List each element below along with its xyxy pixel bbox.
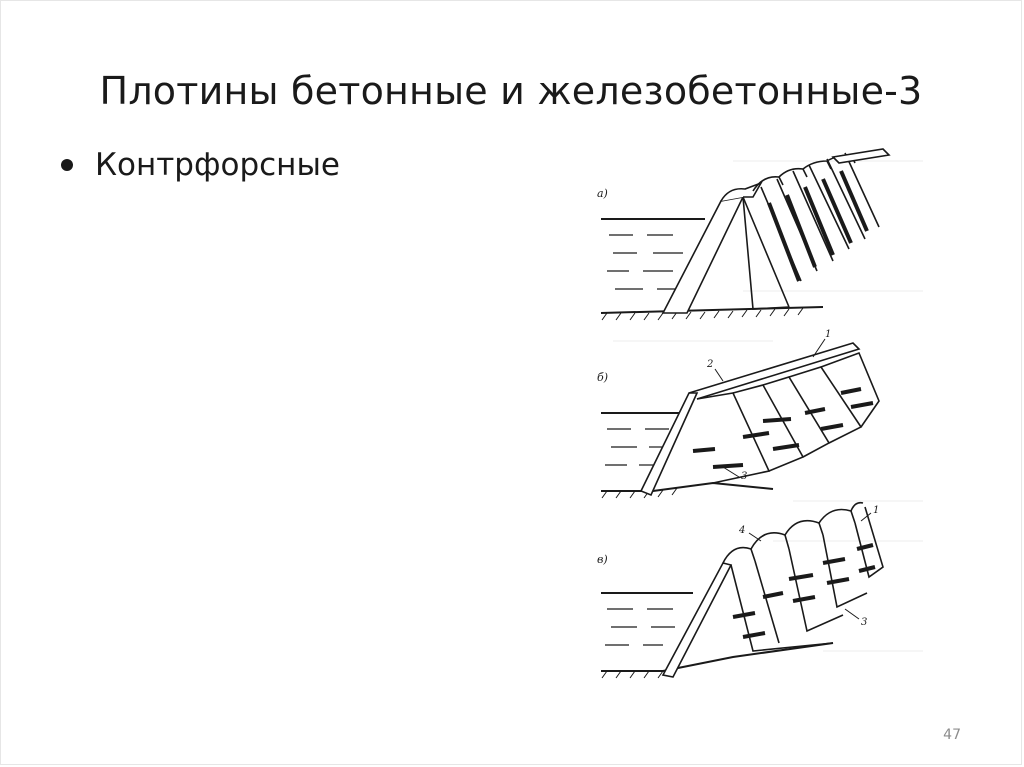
panel-c: в) 4 1 3: [597, 501, 884, 679]
callout-b-2: 2: [706, 359, 713, 370]
callout-c-1: 1: [873, 505, 879, 516]
panel-a: а): [597, 148, 891, 321]
page-number: 47: [943, 727, 961, 743]
callout-b-3: 3: [741, 471, 747, 482]
panel-b: б) 1 2 3: [597, 329, 880, 499]
buttress-dam-drawing: а): [593, 131, 929, 691]
bullet-text: Контрфорсные: [95, 147, 340, 183]
callout-c-3: 3: [861, 617, 867, 628]
panel-b-label: б): [597, 371, 608, 384]
callout-c-4: 4: [738, 525, 745, 536]
panel-c-label: в): [597, 553, 608, 566]
bullet-dot-icon: [61, 159, 73, 171]
bullet-item: Контрфорсные: [61, 147, 340, 183]
callout-b-1: 1: [825, 329, 831, 340]
slide-title: Плотины бетонные и железобетонные-3: [99, 69, 923, 113]
buttress-dam-figure: а): [593, 131, 929, 691]
panel-a-label: а): [597, 187, 608, 200]
